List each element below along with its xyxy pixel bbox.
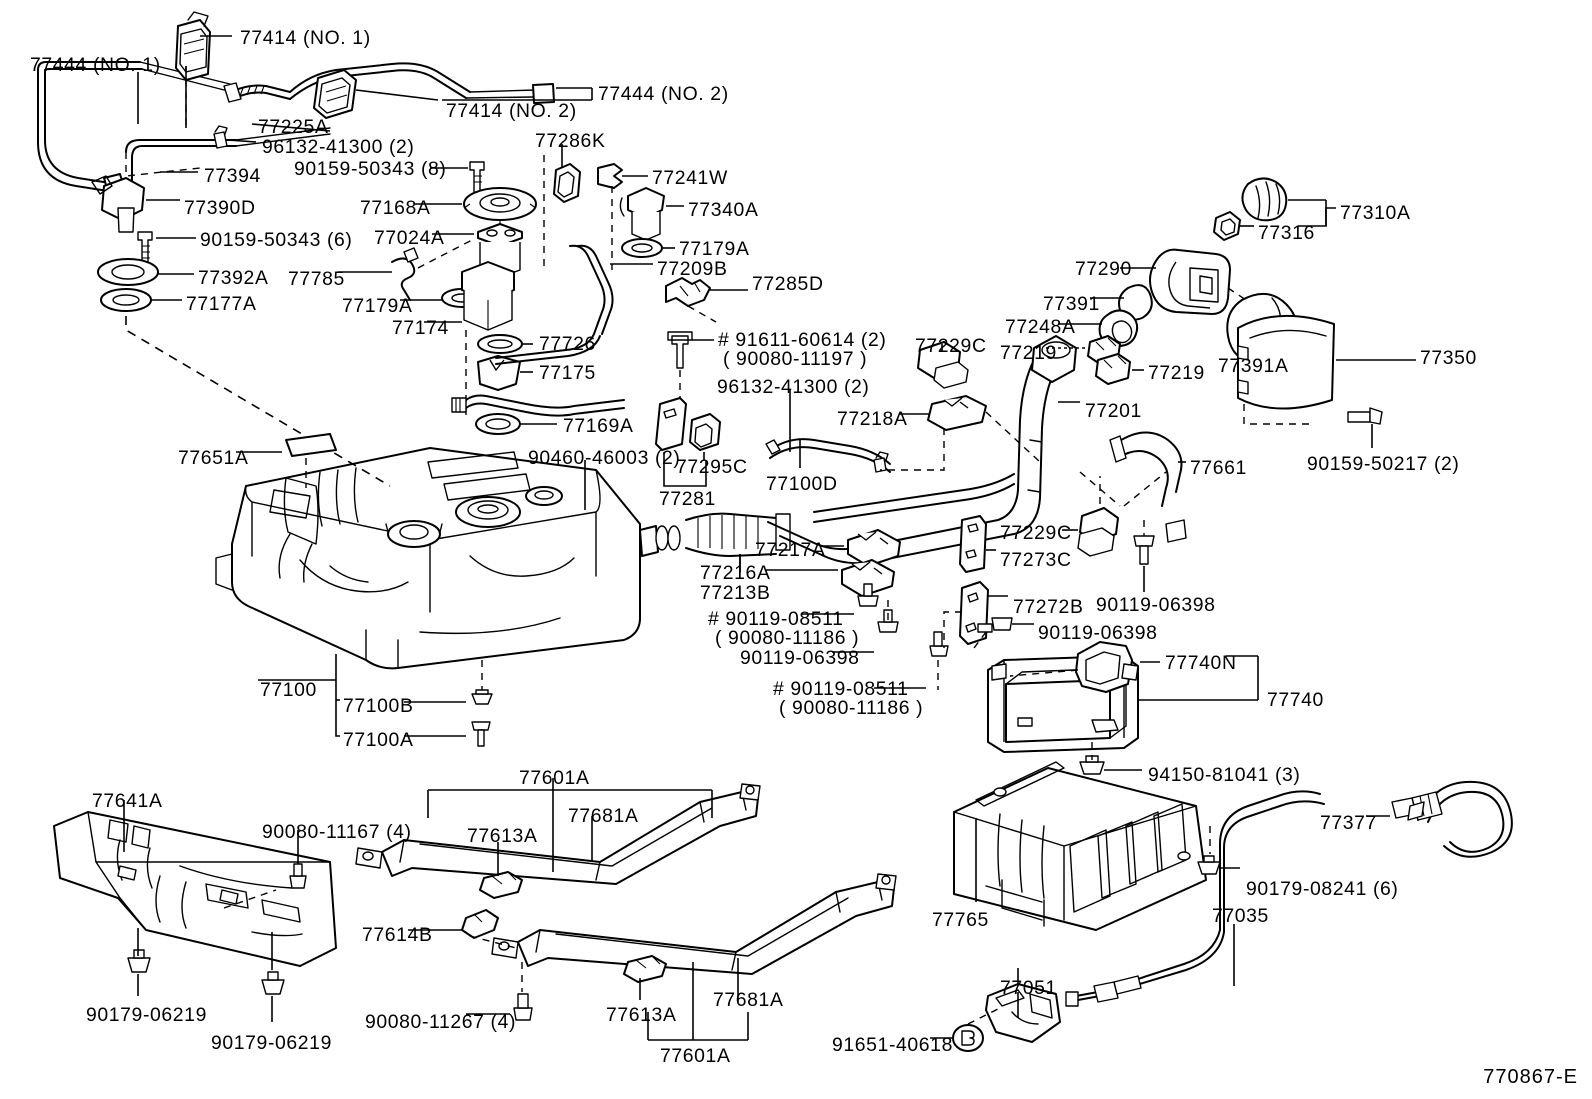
part-label: 77290 [1075,259,1132,280]
part-label: 77100B [343,696,414,717]
part-label: 90159-50343 (8) [294,159,447,180]
part-label: 77414 (NO. 1) [240,28,371,49]
part-label: 77614B [362,925,433,946]
part-label: 77601A [519,768,590,789]
part-label: 77281 [659,489,716,510]
part-label: 77168A [360,198,431,219]
part-label: 77273C [1000,550,1072,571]
part-label: 77217A [755,540,826,561]
part-label: 77390D [184,198,256,219]
part-label: 90119-06398 [740,648,860,669]
part-label: # 91611-60614 (2) [718,330,887,351]
part-label: 94150-81041 (3) [1148,765,1301,786]
part-label: ( 90080-11197 ) [723,349,868,370]
part-label: 90159-50217 (2) [1307,454,1460,475]
part-label: 77229C [1000,523,1072,544]
part-label: ( 90080-11186 ) [715,628,860,649]
part-label: 96132-41300 (2) [262,137,415,158]
part-label: 90080-11267 (4) [365,1012,517,1033]
part-label: 77286K [535,131,606,152]
part-label: 90179-06219 [86,1005,207,1026]
part-label: ( 90080-11186 ) [779,698,924,719]
part-label: 77391A [1218,356,1289,377]
part-label: 77681A [713,990,784,1011]
part-label: 77394 [204,166,261,187]
part-label: 77444 (NO. 2) [598,84,729,105]
part-label: 77316 [1258,223,1315,244]
part-label: 77285D [752,274,824,295]
part-label: 77100A [343,730,414,751]
part-label: 90119-06398 [1096,595,1216,616]
part-label: 77216A [700,563,771,584]
part-label: 77661 [1190,458,1247,479]
part-label: 77175 [539,363,596,384]
part-label: 77651A [178,448,249,469]
part-label: 77601A [660,1046,731,1067]
part-label: 77785 [288,269,345,290]
part-label: 77340A [688,200,759,221]
part-label: 77229C [915,336,987,357]
part-label: 77681A [568,806,639,827]
part-label: 77295C [676,457,748,478]
part-label: 77213B [700,583,771,604]
part-label: 90119-06398 [1038,623,1158,644]
part-label: 77248A [1005,317,1076,338]
part-label: 77177A [186,294,257,315]
part-label: # 90119-08511 [708,609,844,630]
part-label: 77219 [1000,343,1057,364]
part-label: 77392A [198,268,269,289]
part-label: 90159-50343 (6) [200,230,353,251]
part-label: 77444 (NO. 1) [30,55,161,76]
sheet-code: 770867-E [1483,1066,1578,1088]
part-label: 77740 [1267,690,1324,711]
part-label: 90179-06219 [211,1033,332,1054]
part-label: 77218A [837,409,908,430]
part-label: 77310A [1340,203,1411,224]
part-label: 77169A [563,416,634,437]
part-label: 77051 [1000,978,1057,999]
part-label: 77174 [392,318,449,339]
part-label: 90460-46003 (2) [528,448,681,469]
part-label: 77179A [679,239,750,260]
part-label: 96132-41300 (2) [717,377,870,398]
part-label: 77024A [374,228,445,249]
part-label: 77765 [932,910,989,931]
part-label: 77350 [1420,348,1477,369]
part-label: 77414 (NO. 2) [446,101,577,122]
part-label: 77726 [539,334,596,355]
part-label: 91651-40618 [832,1035,953,1056]
part-label: 77179A [342,296,413,317]
part-label: 90179-08241 (6) [1246,879,1399,900]
part-label: 90080-11167 (4) [262,822,412,843]
part-label: 77100D [766,474,838,495]
part-label: 77100 [260,680,317,701]
part-label: 77377 [1320,813,1377,834]
part-label: 77225A [258,117,329,138]
part-label: 77201 [1085,401,1142,422]
part-label: 77241W [652,168,728,189]
part-label: # 90119-08511 [773,679,909,700]
part-label: 77641A [92,791,163,812]
part-label: 77209B [657,259,728,280]
part-label: 77613A [606,1005,677,1026]
part-label: 77035 [1212,906,1269,927]
part-label: 77391 [1043,294,1100,315]
part-label: 77613A [467,826,538,847]
part-label: 77740N [1165,653,1237,674]
part-label: 77272B [1013,597,1084,618]
part-label: 77219 [1148,363,1205,384]
